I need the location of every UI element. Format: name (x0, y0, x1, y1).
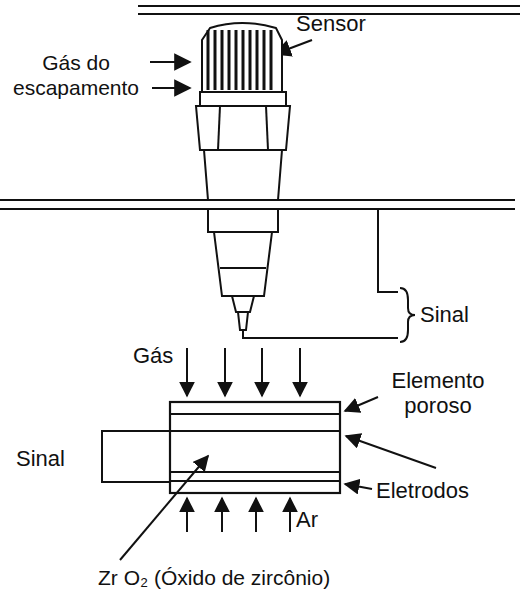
knurl-ridge (249, 30, 252, 90)
gas-arrow (299, 348, 301, 396)
air-arrow (186, 498, 188, 532)
part-label: Eletrodos (376, 478, 516, 503)
leader-arrow (345, 397, 378, 411)
part-label: Elemento poroso (368, 368, 508, 418)
knurl-ridge (235, 30, 238, 90)
knurl-ridge (270, 30, 273, 90)
signal-wire (243, 330, 398, 338)
air-arrow (289, 498, 291, 532)
pipe-wall (138, 5, 520, 7)
signal-label: Sinal (16, 446, 96, 471)
signal-label: Sinal (420, 302, 500, 327)
air-arrow (255, 498, 257, 532)
inlet-label: Gás do escapamento (2, 50, 150, 100)
flow-label: Gás (133, 343, 183, 368)
knurl-ridge (214, 30, 217, 90)
brace (400, 288, 415, 342)
gas-arrow (150, 61, 190, 63)
sensing-element (170, 402, 340, 493)
part-label: Zr O₂ (Óxido de zircônio) (98, 565, 508, 590)
knurl-ridge (256, 30, 259, 90)
leader-arrow (120, 456, 208, 560)
signal-bracket (102, 431, 170, 482)
gas-arrow (186, 348, 188, 396)
knurl-ridge (242, 30, 245, 90)
signal-wire (378, 209, 398, 292)
knurl-ridge (207, 30, 210, 90)
oxygen-sensor (196, 23, 290, 330)
knurl-ridge (221, 30, 224, 90)
gas-arrow (261, 348, 263, 396)
gas-arrow (224, 348, 226, 396)
flow-label: Ar (296, 507, 336, 532)
gas-arrow (152, 87, 190, 89)
air-arrow (221, 498, 223, 532)
knurl-ridge (263, 30, 266, 90)
knurl-ridge (228, 30, 231, 90)
leader-arrow (346, 436, 436, 468)
part-label: Sensor (296, 11, 386, 36)
leader-arrow (345, 484, 372, 489)
